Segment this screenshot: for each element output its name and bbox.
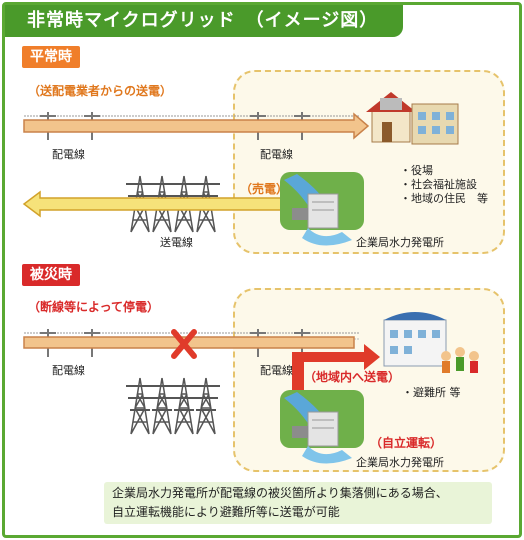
- disaster-plant-label: 企業局水力発電所: [356, 456, 444, 469]
- transmission-line-label: 送電線: [160, 236, 193, 249]
- distribution-line-label-left: 配電線: [52, 148, 85, 161]
- shelter-label: ・避難所 等: [402, 386, 461, 399]
- normal-local-area: [233, 70, 505, 254]
- distribution-line-label-right: 配電線: [260, 148, 293, 161]
- power-sale-label: （売電）: [240, 182, 289, 196]
- destination-town-hall: ・役場: [400, 164, 433, 177]
- islanded-operation-label: （自立運転）: [370, 436, 443, 450]
- disaster-distribution-line-left: 配電線: [52, 364, 85, 377]
- note-line-2: 自立運転機能により避難所等に送電が可能: [112, 505, 340, 519]
- normal-plant-label: 企業局水力発電所: [356, 236, 444, 249]
- transmission-from-utility-label: （送配電業者からの送電）: [28, 84, 173, 98]
- disaster-section-label: 被災時: [22, 264, 80, 286]
- destination-welfare: ・社会福祉施設: [400, 178, 477, 191]
- disaster-distribution-line-right: 配電線: [260, 364, 293, 377]
- disaster-local-area: [233, 288, 505, 472]
- normal-section-label: 平常時: [22, 46, 80, 68]
- destination-residents: ・地域の住民 等: [400, 192, 488, 205]
- note-line-1: 企業局水力発電所が配電線の被災箇所より集落側にある場合、: [112, 486, 448, 500]
- to-local-label: （地域内へ送電）: [304, 370, 401, 384]
- outage-label: （断線等によって停電）: [28, 300, 160, 314]
- diagram-title: 非常時マイクログリッド （イメージ図）: [5, 5, 403, 37]
- note-box: 企業局水力発電所が配電線の被災箇所より集落側にある場合、 自立運転機能により避難…: [104, 482, 492, 524]
